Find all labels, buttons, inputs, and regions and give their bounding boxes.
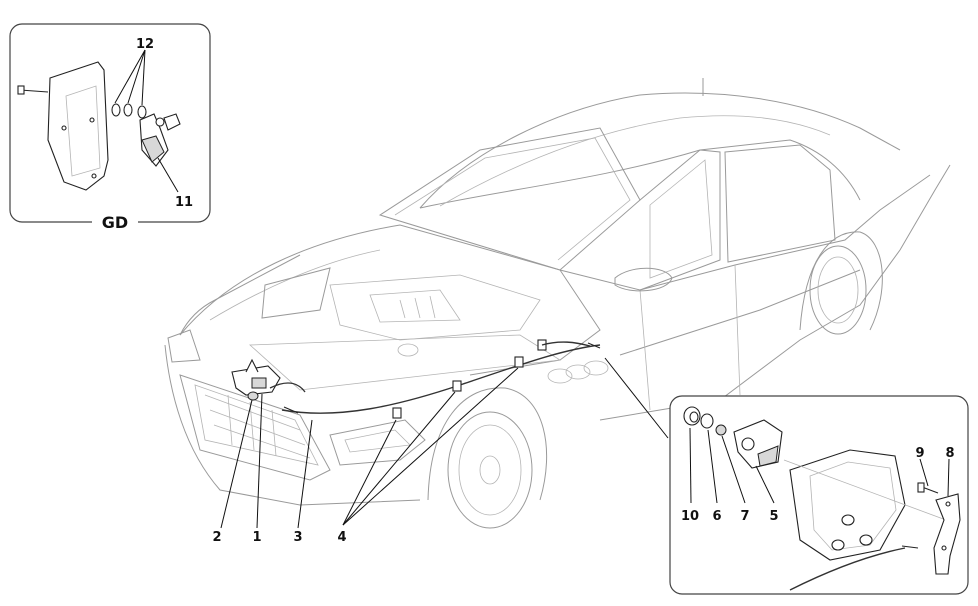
- inset-gd-label: GD: [102, 213, 128, 232]
- callout-4: 4: [337, 530, 346, 545]
- main-leader-lines: [220, 357, 669, 529]
- inset-release-handle: [669, 395, 969, 595]
- callout-8: 8: [945, 446, 954, 461]
- callout-6: 6: [712, 509, 721, 524]
- callout-11: 11: [175, 195, 193, 210]
- callout-2: 2: [212, 530, 221, 545]
- inset-gd: GD: [9, 23, 211, 232]
- hood-release-cable-assembly: [231, 339, 601, 419]
- callout-10: 10: [681, 509, 699, 524]
- callout-5: 5: [769, 509, 778, 524]
- callout-1: 1: [252, 530, 261, 545]
- callout-3: 3: [293, 530, 302, 545]
- callout-9: 9: [915, 446, 924, 461]
- callout-7: 7: [740, 509, 749, 524]
- callout-12: 12: [136, 37, 154, 52]
- callout-labels: 2 1 3 4 12 11 10 6 7 5 9 8: [136, 37, 955, 545]
